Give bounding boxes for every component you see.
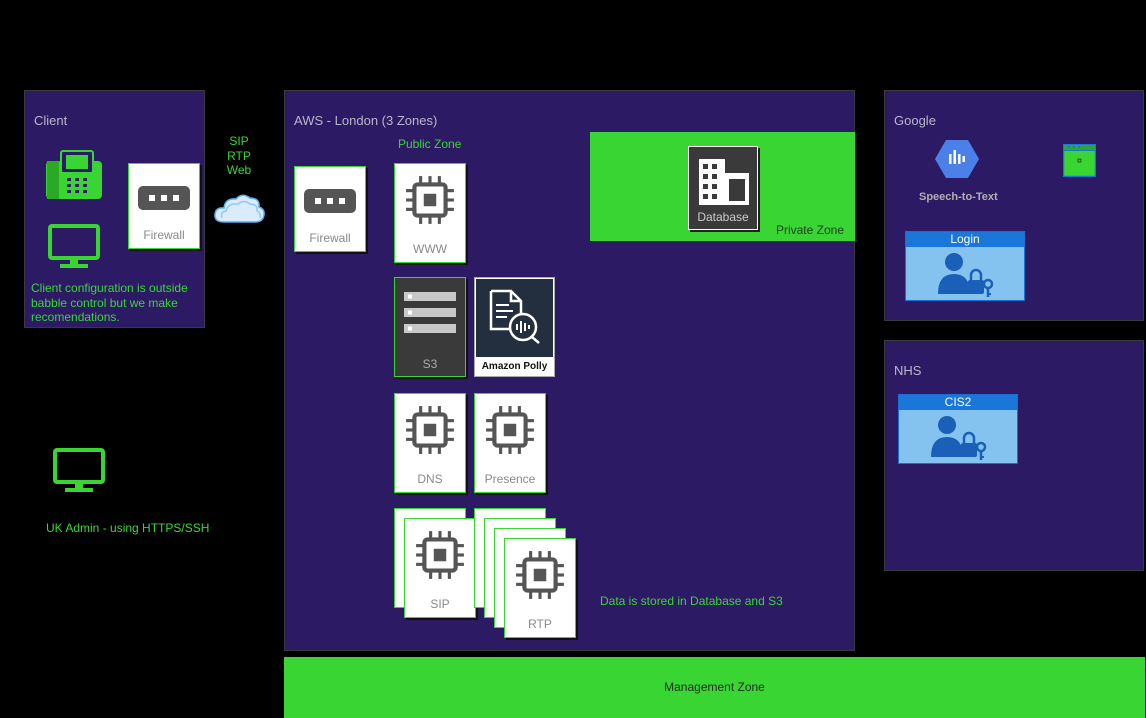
www-server-card[interactable]: WWW [394, 163, 466, 263]
cpu-chip-icon [484, 404, 536, 456]
presence-server-card[interactable]: Presence [474, 393, 546, 493]
browser-window-icon [1063, 144, 1096, 177]
cis2-label: CIS2 [899, 395, 1017, 410]
firewall-icon [304, 189, 356, 213]
protocol-sip: SIP [229, 134, 249, 148]
user-lock-icon [929, 413, 989, 461]
cpu-chip-icon [404, 174, 456, 226]
www-label: WWW [413, 242, 447, 256]
polly-label: Amazon Polly [481, 361, 548, 372]
database-card[interactable]: Database [688, 146, 758, 230]
firewall-icon [138, 186, 190, 210]
public-zone-label: Public Zone [398, 137, 462, 151]
internet-cloud-icon [214, 194, 265, 223]
admin-monitor-icon [53, 448, 105, 494]
google-login-label: Login [906, 232, 1024, 247]
private-zone: Private Zone Database [590, 132, 855, 241]
protocol-web: Web [226, 163, 252, 177]
aws-firewall-card[interactable]: Firewall [294, 166, 366, 252]
storage-note: Data is stored in Database and S3 [600, 594, 783, 608]
protocol-labels: SIP RTP Web [214, 134, 264, 178]
client-firewall-card[interactable]: Firewall [128, 163, 200, 249]
database-building-icon [699, 159, 749, 205]
cis2-login-box[interactable]: CIS2 [898, 394, 1018, 464]
google-zone: Google Speech-to-Text Login [884, 90, 1144, 321]
presence-label: Presence [484, 472, 536, 486]
client-zone: Client Firewall Client configuration is … [24, 90, 205, 328]
polly-icon-bg [476, 279, 553, 357]
nhs-zone: NHS CIS2 [884, 340, 1144, 571]
s3-label: S3 [422, 357, 438, 371]
rtp-label: RTP [528, 617, 552, 631]
cpu-chip-icon [514, 549, 566, 601]
aws-firewall-label: Firewall [309, 231, 351, 245]
client-monitor-icon [48, 224, 100, 270]
speech-to-text-icon[interactable] [935, 139, 979, 179]
private-zone-label: Private Zone [775, 223, 844, 237]
dns-server-card[interactable]: DNS [394, 393, 466, 493]
management-zone-label: Management Zone [664, 680, 765, 694]
google-login-box[interactable]: Login [905, 231, 1025, 301]
client-title: Client [34, 113, 68, 128]
sip-label: SIP [430, 597, 450, 611]
cpu-chip-icon [404, 404, 456, 456]
speech-document-icon [489, 289, 540, 344]
protocol-rtp: RTP [227, 148, 251, 163]
management-zone: Management Zone [284, 657, 1145, 718]
rtp-server-card[interactable]: RTP [504, 538, 576, 638]
storage-stack-icon [404, 292, 456, 333]
google-title: Google [894, 113, 936, 128]
client-firewall-label: Firewall [143, 228, 185, 242]
admin-label: UK Admin - using HTTPS/SSH [46, 521, 210, 535]
s3-card[interactable]: S3 [394, 277, 466, 377]
sip-server-card[interactable]: SIP [404, 518, 476, 618]
dns-label: DNS [417, 472, 443, 486]
ip-phone-icon [46, 150, 102, 199]
polly-card[interactable]: Amazon Polly [474, 277, 555, 377]
cpu-chip-icon [414, 529, 466, 581]
nhs-title: NHS [894, 363, 922, 378]
speech-to-text-label: Speech-to-Text [919, 191, 998, 203]
database-label: Database [697, 210, 749, 224]
user-lock-icon [936, 250, 996, 298]
aws-title: AWS - London (3 Zones) [294, 113, 438, 128]
client-note: Client configuration is outside babble c… [31, 281, 188, 324]
